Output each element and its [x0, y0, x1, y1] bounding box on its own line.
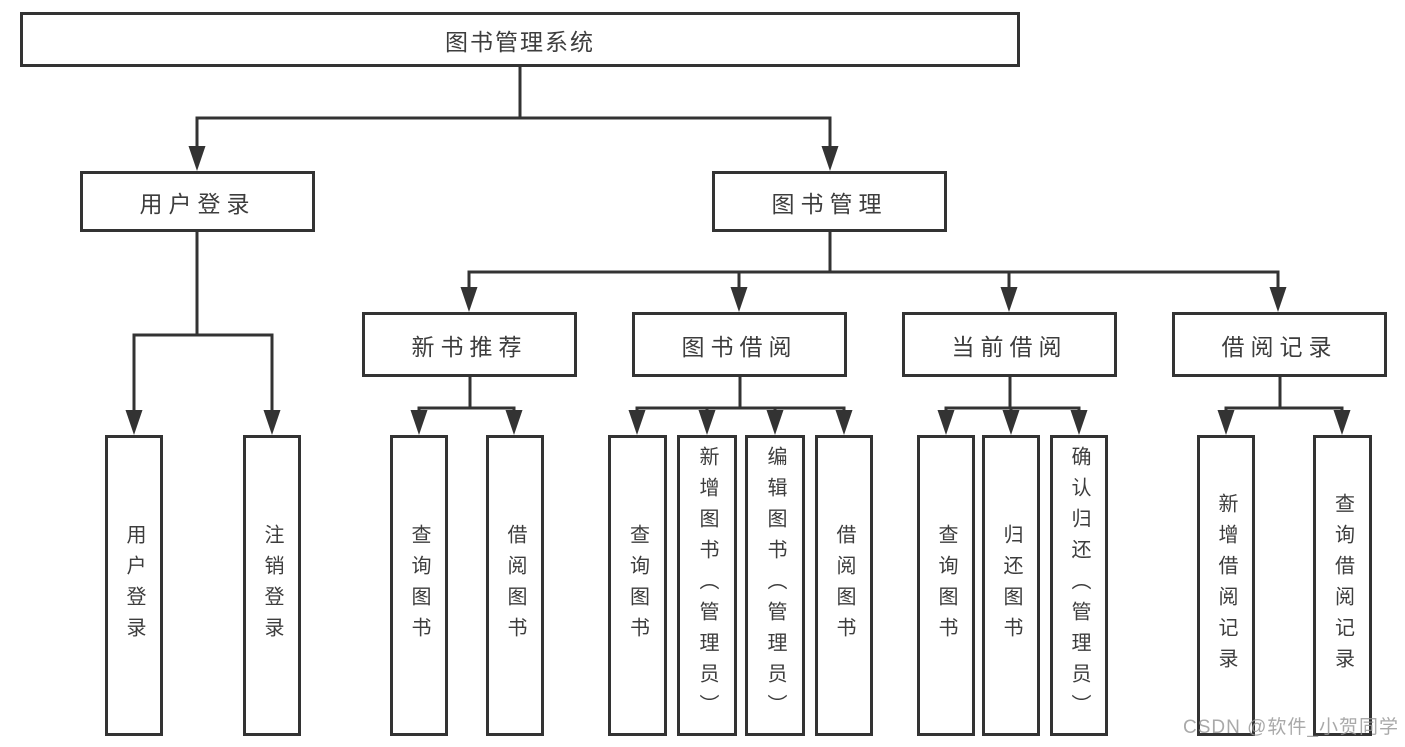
leaf-user-login: 用户登录	[105, 435, 163, 736]
leaf-query-books-borrow: 查询图书	[608, 435, 667, 736]
connector-lines	[132, 67, 1344, 412]
leaf-add-borrow-record: 新增借阅记录	[1197, 435, 1255, 736]
node-label: 用户登录	[123, 523, 145, 648]
node-label: 借阅图书	[833, 523, 855, 648]
node-label: 新增借阅记录	[1215, 492, 1237, 679]
leaf-logout: 注销登录	[243, 435, 301, 736]
node-label: 查询图书	[408, 523, 430, 648]
node-label: 借阅记录	[1221, 333, 1338, 360]
node-new-book-recommend: 新书推荐	[362, 312, 577, 377]
arrowhead-icons	[125, 146, 1351, 435]
leaf-add-books-admin: 新增图书（管理员）	[677, 435, 737, 736]
node-label: 编辑图书（管理员）	[764, 446, 786, 725]
node-library-management-system: 图书管理系统	[20, 12, 1020, 67]
node-label: 确认归还（管理员）	[1068, 446, 1090, 725]
leaf-edit-books-admin: 编辑图书（管理员）	[745, 435, 805, 736]
node-label: 用户登录	[139, 190, 256, 217]
node-label: 新增图书（管理员）	[696, 446, 718, 725]
node-book-borrowing: 图书借阅	[632, 312, 847, 377]
node-book-management: 图书管理	[712, 171, 947, 232]
leaf-query-books-recommend: 查询图书	[390, 435, 448, 736]
node-current-borrowing: 当前借阅	[902, 312, 1117, 377]
node-label: 查询图书	[626, 523, 649, 648]
node-user-login: 用户登录	[80, 171, 315, 232]
leaf-return-books: 归还图书	[982, 435, 1040, 736]
node-label: 注销登录	[261, 523, 283, 648]
node-label: 图书借阅	[681, 333, 798, 360]
node-label: 图书管理	[771, 190, 888, 217]
leaf-borrow-books-recommend: 借阅图书	[486, 435, 544, 736]
node-label: 查询图书	[935, 523, 957, 648]
leaf-borrow-books: 借阅图书	[815, 435, 873, 736]
leaf-query-borrow-record: 查询借阅记录	[1313, 435, 1372, 736]
leaf-confirm-return-admin: 确认归还（管理员）	[1050, 435, 1108, 736]
leaf-query-books-current: 查询图书	[917, 435, 975, 736]
node-borrowing-records: 借阅记录	[1172, 312, 1387, 377]
node-label: 归还图书	[1000, 523, 1022, 648]
node-label: 新书推荐	[411, 333, 528, 360]
node-label: 借阅图书	[504, 523, 526, 648]
node-label: 查询借阅记录	[1331, 492, 1354, 679]
node-label: 图书管理系统	[445, 28, 595, 55]
node-label: 当前借阅	[951, 333, 1068, 360]
